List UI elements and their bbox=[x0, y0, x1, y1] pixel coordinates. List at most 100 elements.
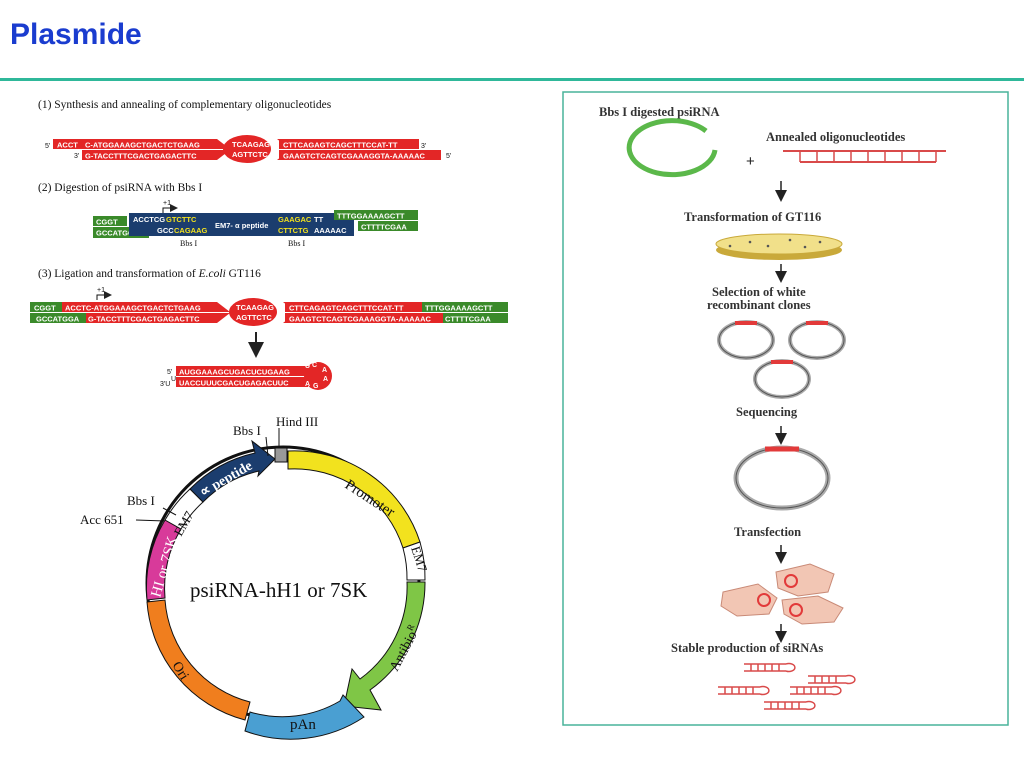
s1-3prime-top: 3' bbox=[421, 143, 426, 150]
s1-top-right-strand bbox=[279, 139, 419, 149]
hp-loop-2: C bbox=[312, 362, 317, 369]
stable-production-label: Stable production of siRNAs bbox=[671, 641, 823, 655]
selection-label-2: recombinant clones bbox=[707, 298, 811, 312]
s1-bot-arrowhead bbox=[217, 150, 230, 160]
s2-n-bot-b: CAGAAG bbox=[174, 226, 207, 235]
s3-bot-r1: G-TACCTTTCGACTGAGACTTC bbox=[88, 315, 200, 324]
hp-top-seq: AUGGAAAGCUGACUCUGAAG bbox=[179, 368, 290, 377]
s1-top-strand bbox=[53, 139, 217, 149]
s3-plus1: +1 bbox=[97, 287, 105, 294]
hp-3prime: 3'U bbox=[160, 381, 170, 388]
s3-top-green-right bbox=[422, 302, 508, 312]
step3-heading: (3) Ligation and transformation of E.col… bbox=[38, 268, 261, 280]
s3-loop bbox=[229, 298, 277, 326]
s3-bot-r2: GAAGTCTCAGTCGAAAGGTA-AAAAAC bbox=[289, 315, 432, 324]
s1-top-seq-c: CTTCAGAGTCAGCTTTCCAT-TT bbox=[283, 141, 398, 150]
step2-digested-vector: +1 CGGT GCCATGGA ACCTCG GTCTTC GCC CAGAA… bbox=[93, 200, 418, 248]
s1-top-seq-b: C-ATGGAAAGCTGACTCTGAAG bbox=[85, 141, 200, 150]
s1-bot-right-strand bbox=[279, 150, 441, 160]
s3-bot-g2: CTTTTCGAA bbox=[445, 315, 491, 324]
petri-dish-icon bbox=[715, 233, 843, 260]
plasmid-name: psiRNA-hH1 or 7SK bbox=[190, 578, 367, 602]
bbs-top-pointer bbox=[265, 436, 269, 457]
s2-rg-bot: CTTTTCGAA bbox=[361, 223, 407, 232]
s3-top-g: CGGT bbox=[34, 304, 56, 313]
s3-top-red-left bbox=[62, 302, 217, 312]
hp-top-strand bbox=[176, 366, 308, 376]
s1-loop-bot: AGTTCTC bbox=[232, 150, 268, 159]
s3-loop-bot: AGTTCTC bbox=[236, 313, 272, 322]
bbs-digest-label: Bbs I digested psiRNA bbox=[599, 105, 720, 119]
s2-em7-label: EM7- α peptide bbox=[215, 221, 268, 230]
plus-sign: + bbox=[746, 153, 755, 170]
hp-loop-6: A bbox=[305, 381, 310, 388]
plasmid-map: Promoter EM7 AntibioR pAn Ori HI or 7SK … bbox=[80, 414, 431, 740]
em7-right-segment bbox=[402, 541, 426, 581]
s3-bot-green-right bbox=[443, 313, 508, 323]
hp-bot-seq: UACCUUUCGACUGAGACUUC bbox=[179, 379, 289, 388]
left-panel: (1) Synthesis and annealing of complemen… bbox=[30, 99, 508, 390]
s2-g-top: CGGT bbox=[96, 218, 118, 227]
s2-r-bot-b: AAAAAC bbox=[314, 226, 347, 235]
s3-loop-top: TCAAGAG bbox=[236, 303, 274, 312]
s3-top-green-left bbox=[30, 302, 62, 312]
step1-duplex: 5' ACCT C-ATGGAAAGCTGACTCTGAAG TCAAGAG A… bbox=[45, 135, 451, 163]
pan-label: pAn bbox=[290, 717, 316, 733]
step3-ligated-duplex: +1 CGGT ACCTC-ATGGAAAGCTGACTCTGAAG TCAAG… bbox=[30, 287, 508, 326]
bbs-top-label: Bbs I bbox=[233, 423, 261, 438]
step2-heading: (2) Digestion of psiRNA with Bbs I bbox=[38, 182, 202, 194]
ori-segment bbox=[146, 599, 251, 721]
hp-bot-strand bbox=[176, 377, 308, 387]
s3-top-red-right bbox=[285, 302, 422, 312]
step1-heading: (1) Synthesis and annealing of complemen… bbox=[38, 99, 332, 111]
peptide-segment bbox=[189, 439, 276, 503]
recombinant-clones-icon bbox=[717, 320, 846, 399]
s3-top-r1: ACCTC-ATGGAAAGCTGACTCTGAAG bbox=[65, 304, 201, 313]
s2-n-bot-a: GCC bbox=[157, 226, 174, 235]
transfection-label: Transfection bbox=[734, 525, 801, 539]
s2-navy-block bbox=[129, 213, 354, 236]
s2-left-green-top bbox=[93, 216, 127, 226]
page-title: Plasmide bbox=[10, 18, 142, 51]
s2-right-green-top bbox=[334, 210, 418, 220]
bbs-left-label: Bbs I bbox=[127, 493, 155, 508]
pan-segment bbox=[244, 694, 365, 740]
hp-loop bbox=[304, 362, 332, 390]
digested-plasmid-arc bbox=[626, 118, 718, 178]
hp-u-overhang: U bbox=[171, 376, 176, 383]
s2-n-top-a: ACCTCG bbox=[133, 215, 165, 224]
s2-left-green-bot bbox=[93, 227, 149, 238]
sirna-hairpins-icon bbox=[718, 662, 856, 711]
s3-top-g2: TTTGGAAAAGCTT bbox=[425, 304, 493, 313]
s1-5prime-bot: 5' bbox=[446, 153, 451, 160]
hp-loop-5: G bbox=[313, 383, 319, 390]
acc651-pointer bbox=[135, 519, 166, 522]
s2-bbs-right: Bbs I bbox=[288, 239, 305, 248]
bbs-left-pointer bbox=[162, 507, 177, 516]
annealed-oligo-duplex bbox=[783, 150, 946, 163]
s3-top-arrowhead bbox=[217, 302, 230, 312]
acc651-label: Acc 651 bbox=[80, 512, 124, 527]
selection-label-1: Selection of white bbox=[712, 285, 806, 299]
s3-bot-arrowhead bbox=[217, 313, 230, 323]
hp-loop-3: A bbox=[322, 367, 327, 374]
s1-5prime-top: 5' bbox=[45, 143, 50, 150]
hp-5prime: 5' bbox=[167, 369, 172, 376]
s2-g-bot: GCCATGGA bbox=[96, 229, 140, 238]
s3-start-arrow bbox=[96, 291, 112, 300]
sequenced-plasmid-icon bbox=[733, 445, 831, 511]
s2-r-top-a: GAAGAC bbox=[278, 215, 312, 224]
s3-bot-red-right bbox=[285, 313, 443, 323]
s1-bot-seq-a: G-TACCTTTCGACTGAGACTTC bbox=[85, 152, 197, 161]
s2-start-arrow bbox=[162, 204, 178, 214]
sequencing-label: Sequencing bbox=[736, 405, 798, 419]
title-divider bbox=[0, 78, 1024, 81]
hp-loop-1: U bbox=[305, 363, 310, 370]
right-panel: Bbs I digested psiRNA + Annealed oligonu… bbox=[562, 91, 1009, 726]
hp-loop-4: A bbox=[323, 376, 328, 383]
s1-bot-seq-c: GAAGTCTCAGTCGAAAGGTA-AAAAAC bbox=[283, 152, 426, 161]
s2-right-green-bot bbox=[358, 221, 418, 231]
s2-rg-top: TTTGGAAAAGCTT bbox=[337, 212, 405, 221]
transformation-label: Transformation of GT116 bbox=[684, 210, 821, 224]
